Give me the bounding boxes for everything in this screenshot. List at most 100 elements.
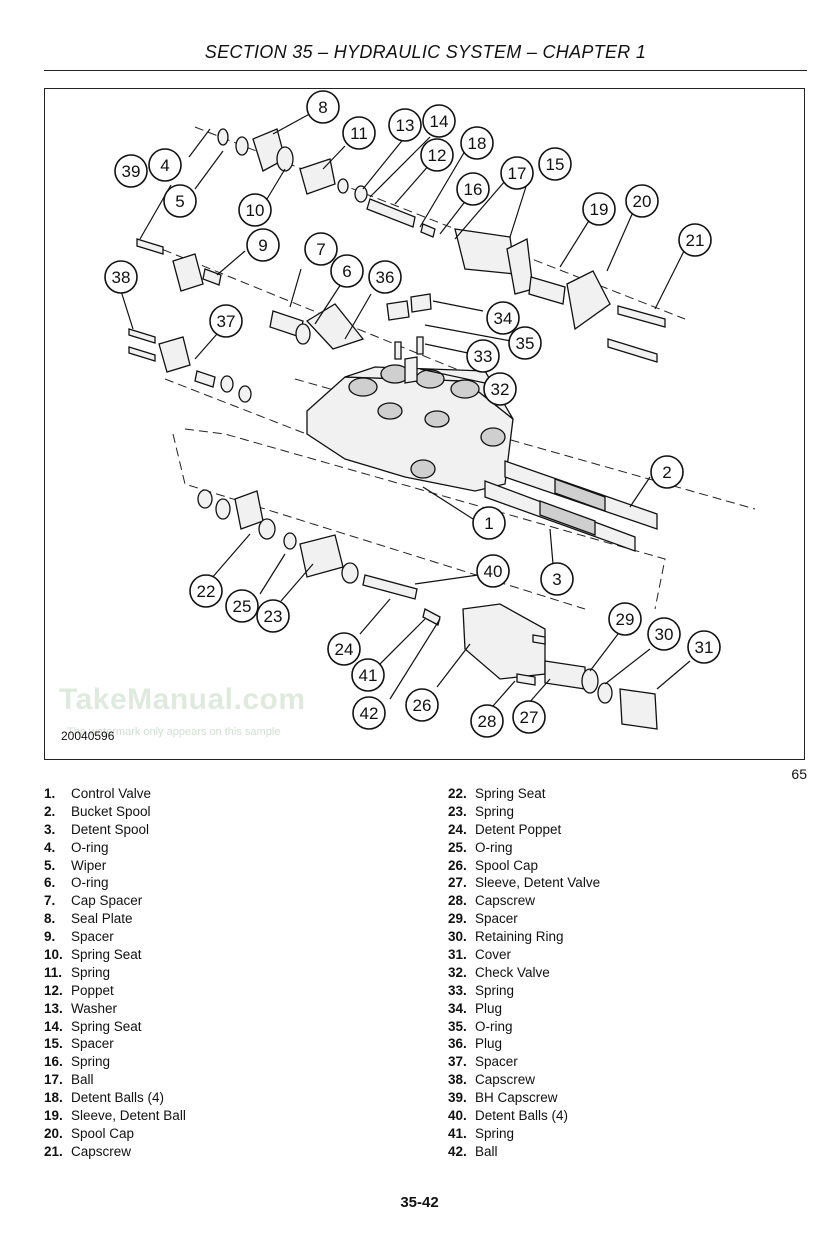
legend-item: 24.Detent Poppet (448, 822, 600, 840)
callout-15: 15 (538, 147, 572, 181)
legend-item: 19. Sleeve, Detent Ball (44, 1108, 186, 1126)
legend-item-label: Sleeve, Detent Valve (475, 875, 601, 891)
legend-item: 32.Check Valve (448, 965, 600, 983)
legend-item-number: 7. (44, 893, 56, 909)
legend-item-label: Spring (71, 1054, 111, 1070)
callout-circle (500, 156, 534, 190)
callout-number: 30 (655, 625, 674, 644)
legend-item: 16.Spring (44, 1054, 186, 1072)
legend-item-number: 18. (44, 1090, 63, 1106)
callout-circle (512, 700, 546, 734)
callout-circle (330, 254, 364, 288)
legend-item: 29.Spacer (448, 911, 600, 929)
legend-item-number: 37. (448, 1054, 467, 1070)
legend-item-label: Spool Cap (71, 1125, 135, 1141)
legend-item-number: 19. (44, 1108, 63, 1124)
legend-item: 2.Bucket Spool (44, 804, 186, 822)
callout-number: 3 (552, 570, 561, 589)
legend-item-number: 14. (44, 1018, 63, 1034)
legend-item-label: Spring (475, 803, 515, 819)
legend-item-number: 25. (448, 839, 467, 855)
callout-3: 3 (540, 562, 574, 596)
legend-item-number: 36. (448, 1036, 467, 1052)
legend-item-number: 40. (448, 1108, 467, 1124)
legend-item: 27. Sleeve, Detent Valve (448, 875, 600, 893)
legend-item-label: Sleeve, Detent Ball (71, 1108, 186, 1124)
callout-25: 25 (225, 589, 259, 623)
callout-31: 31 (687, 630, 721, 664)
callout-28: 28 (470, 704, 504, 738)
callout-circle (420, 138, 454, 172)
callout-circle (225, 589, 259, 623)
callout-19: 19 (582, 192, 616, 226)
legend-item-label: Capscrew (475, 1072, 536, 1088)
legend-item-label: Spring (475, 1125, 515, 1141)
legend-item: 21.Capscrew (44, 1144, 186, 1162)
callout-number: 18 (468, 134, 487, 153)
legend-item: 13.Washer (44, 1001, 186, 1019)
legend-item-number: 35. (448, 1018, 467, 1034)
legend-item-label: Poppet (71, 982, 114, 998)
legend-item-label: Seal Plate (71, 911, 133, 927)
callout-circle (104, 260, 138, 294)
legend-item: 34. Plug (448, 1001, 600, 1019)
callout-number: 19 (590, 200, 609, 219)
callout-number: 17 (508, 164, 527, 183)
callout-number: 37 (217, 312, 236, 331)
callout-7: 7 (304, 232, 338, 266)
legend-item-label: Plug (475, 1000, 503, 1016)
callout-number: 6 (342, 262, 351, 281)
callout-34: 34 (486, 301, 520, 335)
callout-5: 5 (163, 184, 197, 218)
legend-item-label: Spacer (475, 911, 518, 927)
callout-32: 32 (483, 372, 517, 406)
callout-circle (163, 184, 197, 218)
legend-item: 10.Spring Seat (44, 947, 186, 965)
watermark: TakeManual.com (59, 683, 306, 716)
callout-number: 11 (350, 124, 368, 143)
callout-number: 10 (246, 201, 265, 220)
callout-13: 13 (388, 108, 422, 142)
legend-item-label: Cap Spacer (71, 893, 143, 909)
legend-item-label: Capscrew (71, 1143, 132, 1159)
legend-item-label: Spacer (475, 1054, 518, 1070)
spools (484, 460, 658, 552)
callout-number: 29 (616, 610, 635, 629)
exploded-view-diagram: 1234567891011121314151617181920212223242… (104, 90, 756, 738)
legend-item-number: 39. (448, 1090, 467, 1106)
header-rule (44, 70, 807, 71)
callout-number: 27 (520, 708, 539, 727)
callout-circle (368, 260, 402, 294)
legend-item-label: Ball (475, 1143, 498, 1159)
legend-item: 30.Retaining Ring (448, 929, 600, 947)
callout-number: 34 (494, 309, 513, 328)
legend-item-label: Spring Seat (71, 1018, 142, 1034)
callout-circle (405, 688, 439, 722)
callout-number: 14 (430, 112, 449, 131)
legend-item-number: 34. (448, 1000, 467, 1016)
callout-6: 6 (330, 254, 364, 288)
callout-number: 9 (258, 236, 267, 255)
legend-item-number: 27. (448, 875, 467, 891)
legend-item-number: 2. (44, 803, 56, 819)
callout-number: 5 (175, 192, 184, 211)
lower-components (197, 489, 658, 730)
callout-39: 39 (114, 154, 148, 188)
callout-number: 2 (662, 463, 671, 482)
legend-item: 5.Wiper (44, 858, 186, 876)
callout-circle (483, 372, 517, 406)
legend-item-number: 9. (44, 929, 56, 945)
legend-item: 14. Spring Seat (44, 1019, 186, 1037)
legend-item-number: 15. (44, 1036, 63, 1052)
legend-item: 33.Spring (448, 983, 600, 1001)
legend-item-label: Ball (71, 1072, 94, 1088)
callout-33: 33 (466, 339, 500, 373)
callout-circle (114, 154, 148, 188)
callout-number: 31 (695, 638, 714, 657)
callout-circle (687, 630, 721, 664)
callout-41: 41 (351, 658, 385, 692)
legend-item: 22.Spring Seat (448, 786, 600, 804)
figure-number: 65 (791, 766, 807, 782)
callout-number: 41 (359, 666, 378, 685)
legend-item: 17.Ball (44, 1072, 186, 1090)
